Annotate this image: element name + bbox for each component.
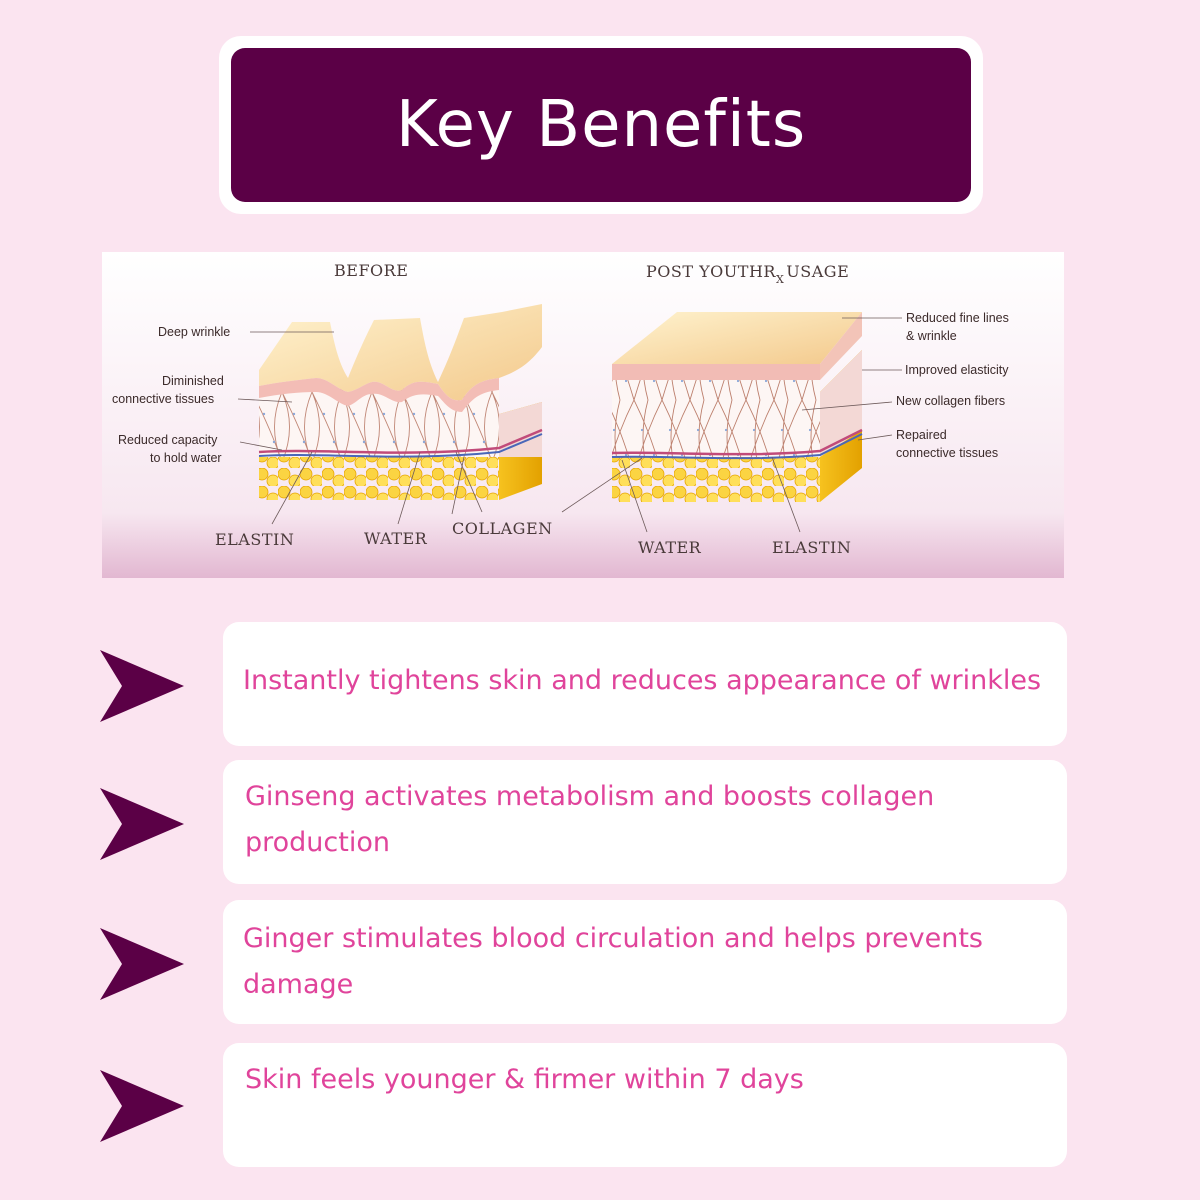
benefit-line-2: damage bbox=[243, 969, 354, 1000]
label-water-left: WATER bbox=[364, 529, 428, 548]
benefit-card: Ginger stimulates blood circulation and … bbox=[223, 900, 1067, 1024]
heading-post-suffix: Usage bbox=[786, 262, 849, 281]
label-water-right: WATER bbox=[638, 538, 702, 557]
benefit-card: Skin feels younger & firmer within 7 day… bbox=[223, 1043, 1067, 1167]
label-collagen: COLLAGEN bbox=[452, 519, 553, 538]
arrowhead-icon bbox=[100, 928, 184, 1000]
label-fine-lines-2: & wrinkle bbox=[906, 329, 957, 343]
benefit-card: Ginseng activates metabolism and boosts … bbox=[223, 760, 1067, 884]
benefit-line-1: Ginseng activates metabolism and boosts … bbox=[245, 781, 935, 812]
label-deep-wrinkle: Deep wrinkle bbox=[158, 325, 230, 339]
benefit-text: Skin feels younger & firmer within 7 day… bbox=[245, 1057, 1049, 1103]
benefit-line-1: Skin feels younger & firmer within 7 day… bbox=[245, 1064, 804, 1095]
heading-rx-x: x bbox=[776, 273, 784, 286]
benefit-line-1: Instantly tightens skin and reduces appe… bbox=[243, 665, 1042, 696]
benefit-text: Ginseng activates metabolism and boosts … bbox=[245, 774, 1049, 866]
benefit-line-1: Ginger stimulates blood circulation and … bbox=[243, 923, 983, 954]
skin-block-after bbox=[611, 312, 863, 502]
label-fine-lines-1: Reduced fine lines bbox=[906, 311, 1009, 325]
page-title: Key Benefits bbox=[395, 88, 807, 162]
arrowhead-icon bbox=[100, 1070, 184, 1142]
heading-post-prefix: Post bbox=[646, 262, 694, 281]
title-bar: Key Benefits bbox=[231, 48, 971, 202]
label-reduced-capacity-2: to hold water bbox=[150, 451, 222, 465]
label-diminished-2: connective tissues bbox=[112, 392, 214, 406]
label-reduced-capacity-1: Reduced capacity bbox=[118, 433, 218, 447]
heading-rx-r: R bbox=[763, 262, 776, 281]
benefit-line-2: production bbox=[245, 827, 390, 858]
benefit-text: Ginger stimulates blood circulation and … bbox=[243, 916, 1049, 1008]
skin-block-before bbox=[258, 304, 543, 500]
label-collagen-fibers: New collagen fibers bbox=[896, 394, 1005, 408]
label-elastin-left: ELASTIN bbox=[215, 530, 294, 549]
heading-brand: YOUTH bbox=[698, 262, 763, 281]
label-repaired-1: Repaired bbox=[896, 428, 947, 442]
label-elasticity: Improved elasticity bbox=[905, 363, 1009, 377]
benefit-text: Instantly tightens skin and reduces appe… bbox=[243, 658, 1049, 704]
label-repaired-2: connective tissues bbox=[896, 446, 998, 460]
arrowhead-icon bbox=[100, 788, 184, 860]
label-diminished-1: Diminished bbox=[162, 374, 224, 388]
label-elastin-right: ELASTIN bbox=[772, 538, 851, 557]
heading-before: Before bbox=[334, 261, 408, 280]
benefit-card: Instantly tightens skin and reduces appe… bbox=[223, 622, 1067, 746]
arrowhead-icon bbox=[100, 650, 184, 722]
skin-comparison-diagram: Before Post YOUTHRxUsage Deep wrinkle Di… bbox=[102, 252, 1064, 578]
